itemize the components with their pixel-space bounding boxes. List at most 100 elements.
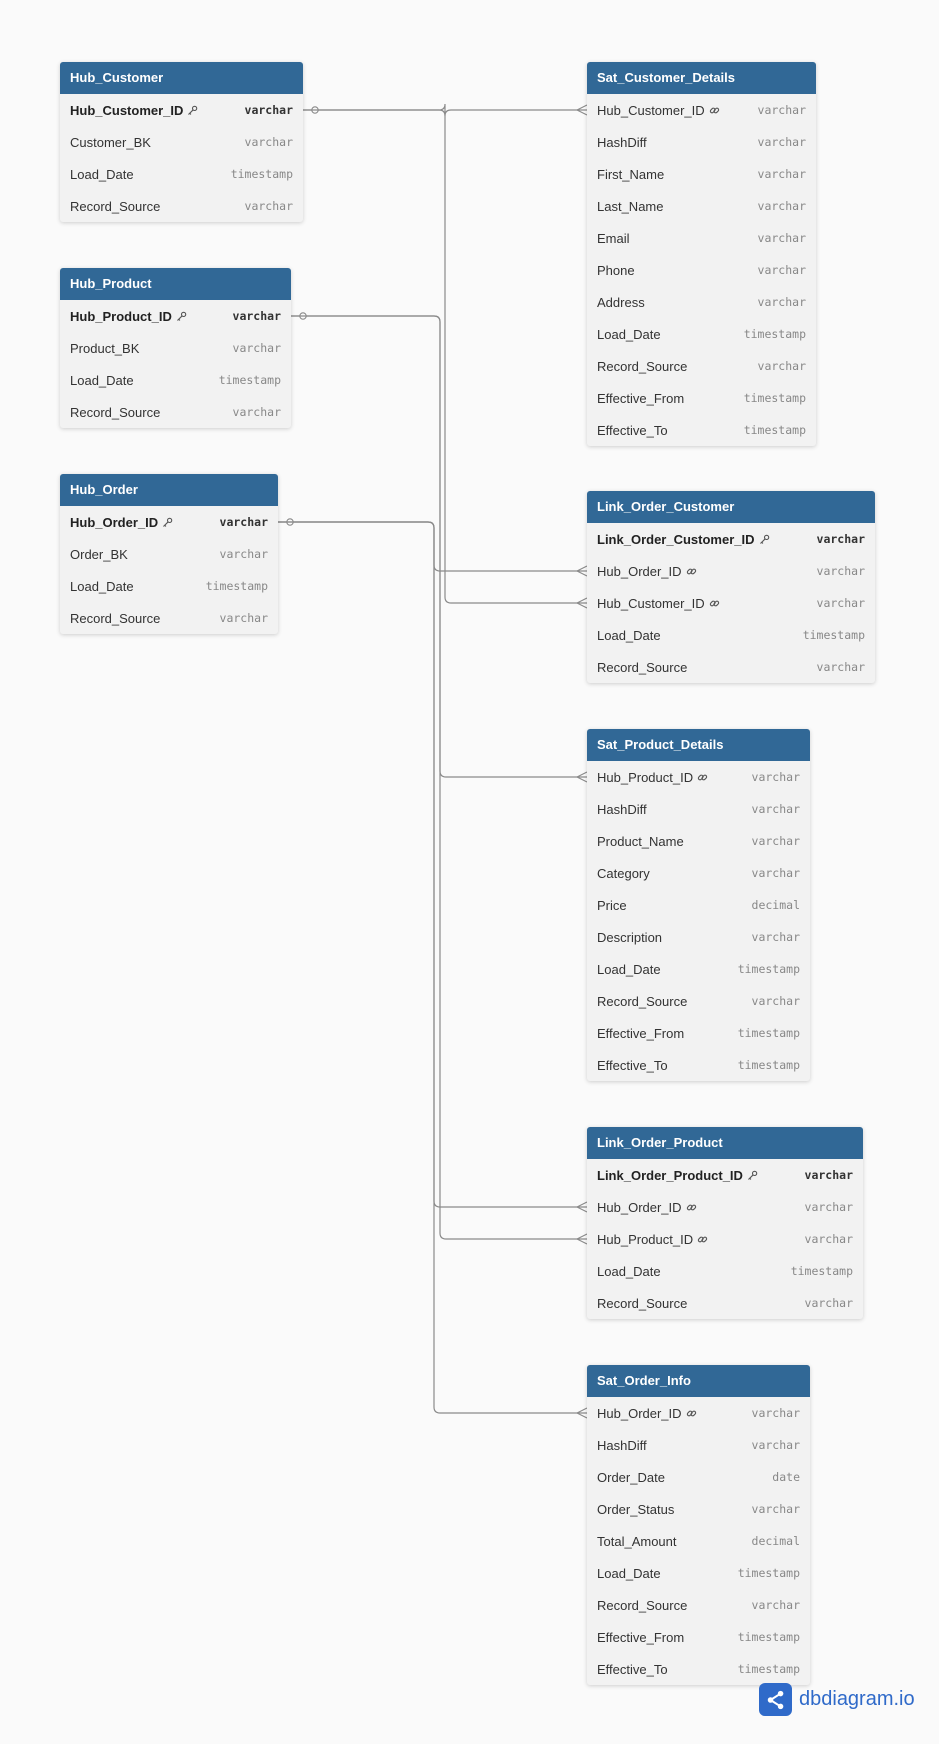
table-header[interactable]: Link_Order_Product — [587, 1127, 863, 1159]
field-type: varchar — [816, 660, 865, 674]
field-name-group: Hub_Customer_ID — [597, 103, 720, 118]
relation-line[interactable] — [303, 109, 587, 604]
field-name: Load_Date — [70, 578, 134, 594]
field-type: varchar — [804, 1168, 853, 1182]
brand[interactable]: dbdiagram.io — [759, 1683, 915, 1716]
field-name-group: Total_Amount — [597, 1534, 677, 1549]
table-header[interactable]: Hub_Customer — [60, 62, 303, 94]
field-name-group: Effective_To — [597, 1058, 668, 1073]
field-type: varchar — [757, 135, 806, 149]
field-name-group: Product_BK — [70, 341, 139, 356]
field-name: Load_Date — [70, 372, 134, 388]
relation-line[interactable] — [291, 315, 587, 778]
table-header[interactable]: Sat_Order_Info — [587, 1365, 810, 1397]
field-row[interactable]: Effective_To timestamp — [587, 1049, 810, 1081]
field-name: Link_Order_Product_ID — [597, 1167, 743, 1183]
field-type: timestamp — [205, 579, 268, 593]
field-name: Email — [597, 230, 630, 246]
field-name: Customer_BK — [70, 134, 151, 150]
field-row[interactable]: HashDiff varchar — [587, 126, 816, 158]
field-type: varchar — [757, 199, 806, 213]
field-name-group: Hub_Product_ID — [597, 770, 708, 785]
table-header[interactable]: Sat_Product_Details — [587, 729, 810, 761]
field-type: varchar — [751, 1438, 800, 1452]
table-header[interactable]: Hub_Order — [60, 474, 278, 506]
relation-line[interactable] — [303, 103, 587, 117]
table-header[interactable]: Hub_Product — [60, 268, 291, 300]
link-icon — [686, 566, 697, 577]
field-row[interactable]: Last_Name varchar — [587, 190, 816, 222]
field-name-group: HashDiff — [597, 135, 647, 150]
field-type: varchar — [751, 1406, 800, 1420]
relation-line[interactable] — [278, 521, 587, 1208]
field-row[interactable]: Link_Order_Product_ID varchar — [587, 1159, 863, 1191]
relation-line[interactable] — [291, 315, 587, 1240]
relation-line[interactable] — [278, 521, 587, 572]
field-name-group: First_Name — [597, 167, 664, 182]
relation-line[interactable] — [278, 521, 587, 1414]
field-row[interactable]: Load_Date timestamp — [60, 570, 278, 602]
field-name-group: Hub_Product_ID — [597, 1232, 708, 1247]
table-header[interactable]: Sat_Customer_Details — [587, 62, 816, 94]
field-type: timestamp — [737, 1058, 800, 1072]
field-type: varchar — [816, 532, 865, 546]
table-header[interactable]: Link_Order_Customer — [587, 491, 875, 523]
field-name: Last_Name — [597, 198, 664, 214]
